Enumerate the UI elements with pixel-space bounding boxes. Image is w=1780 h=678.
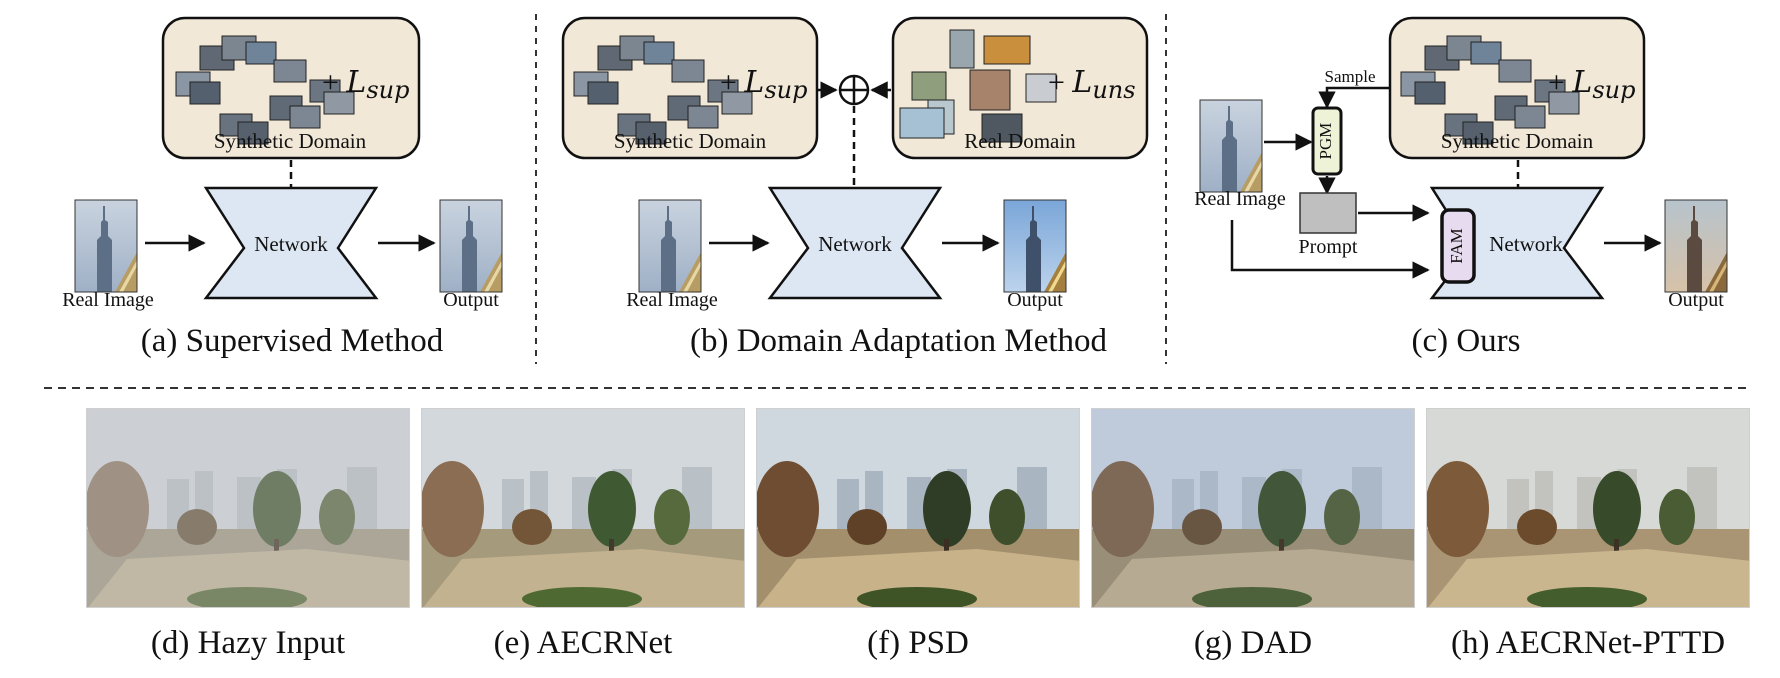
- network-label: Network: [254, 232, 328, 256]
- arrow-sample-pgm: [1318, 86, 1390, 109]
- caption-supervised-method: (a) Supervised Method: [140, 323, 444, 359]
- result-image-hazy-input: [86, 408, 410, 608]
- fam-label: FAM: [1447, 228, 1466, 264]
- real-image-label: Real Image: [62, 289, 154, 311]
- sample-label: Sample: [1325, 67, 1376, 86]
- result-image-dad: [1091, 408, 1415, 608]
- loss-sup: + Lsup: [1548, 65, 1635, 104]
- output-thumbnail: [1003, 199, 1067, 293]
- caption-psd: (f) PSD: [867, 625, 969, 661]
- output-label: Output: [1007, 289, 1063, 311]
- fam-module: [1440, 208, 1476, 284]
- pgm-label: PGM: [1316, 123, 1335, 160]
- output-label: Output: [443, 289, 499, 311]
- caption-dad: (g) DAD: [1193, 625, 1313, 661]
- real-image-label: Real Image: [626, 289, 718, 311]
- output-thumbnail: [1664, 199, 1728, 293]
- loss-sup: + Lsup: [720, 65, 807, 104]
- caption-domain-adaptation-method: (b) Domain Adaptation Method: [690, 323, 1108, 359]
- caption-ours: (c) Ours: [1411, 323, 1521, 359]
- pgm-module: [1311, 106, 1343, 176]
- network-block: [767, 186, 943, 300]
- network-label: Network: [818, 232, 892, 256]
- real-image-thumbnail: [638, 199, 702, 293]
- arrow-input-network: [1230, 220, 1430, 279]
- sum-operator: [838, 74, 870, 106]
- prompt-image: [1299, 192, 1357, 234]
- real-image-thumbnail: [74, 199, 138, 293]
- loss-sup: + Lsup: [322, 65, 409, 104]
- output-thumbnail: [439, 199, 503, 293]
- result-image-aecrnet: [421, 408, 745, 608]
- result-image-psd: [756, 408, 1080, 608]
- real-image-label: Real Image: [1194, 188, 1286, 210]
- network-label: Network: [1489, 232, 1563, 256]
- real-domain-label: Real Domain: [964, 129, 1076, 153]
- synthetic-domain-label: Synthetic Domain: [214, 129, 367, 153]
- synthetic-domain-label: Synthetic Domain: [614, 129, 767, 153]
- output-label: Output: [1668, 289, 1724, 311]
- panel-b: + Lsup Synthetic Domain + Luns Real Doma…: [561, 16, 1149, 311]
- result-image-aecrnet-pttd: [1426, 408, 1750, 608]
- panel-c: + Lsup Synthetic Domain Sample PGM Real …: [1194, 16, 1728, 311]
- caption-aecrnet: (e) AECRNet: [493, 625, 673, 661]
- caption-hazy-input: (d) Hazy Input: [150, 625, 346, 661]
- panel-a: + Lsup Synthetic Domain Network Real Ima…: [62, 16, 503, 311]
- network-block: [203, 186, 379, 300]
- caption-aecrnet-pttd: (h) AECRNet-PTTD: [1450, 625, 1726, 661]
- real-image-thumbnail: [1199, 99, 1263, 193]
- loss-uns: + Luns: [1048, 65, 1136, 104]
- synthetic-domain-label: Synthetic Domain: [1441, 129, 1594, 153]
- prompt-label: Prompt: [1299, 236, 1358, 258]
